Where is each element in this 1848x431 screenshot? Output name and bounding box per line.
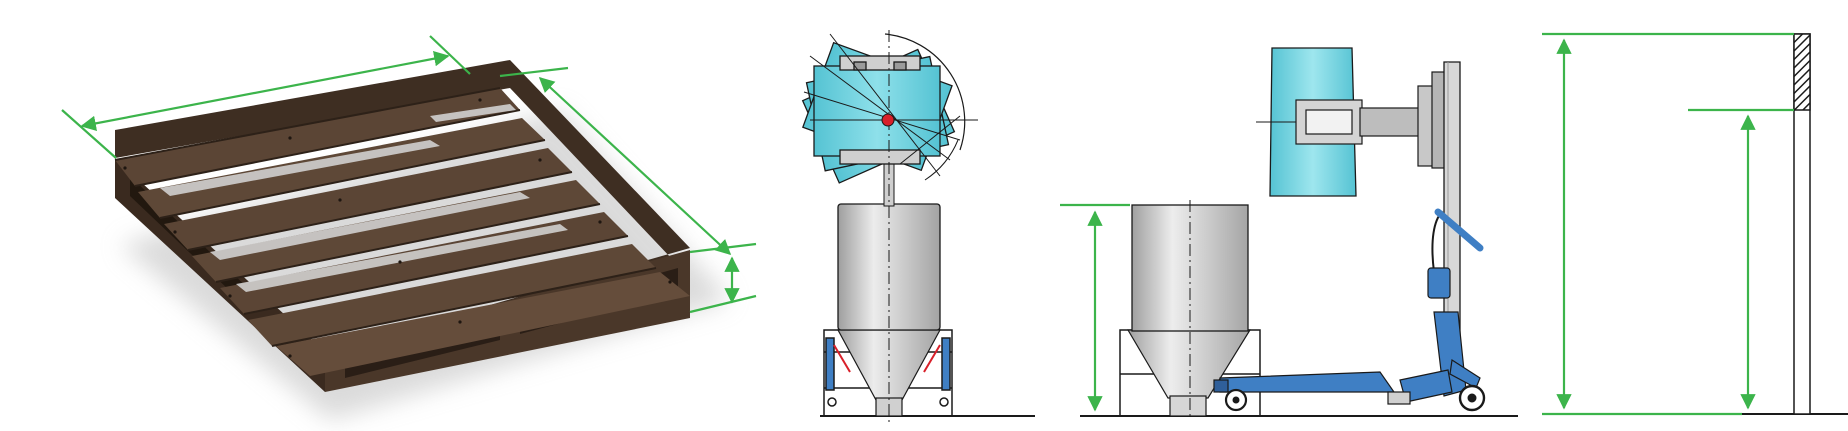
pivot-marker-icon <box>881 113 895 127</box>
gauge-panel <box>1530 0 1848 431</box>
pallet-length-extension-left <box>61 109 117 159</box>
lifter-panel <box>1060 0 1530 431</box>
drum-height-dimension <box>1060 203 1130 412</box>
pallet-dimensions <box>61 35 757 314</box>
gauge-column-hatched-top <box>1793 33 1811 111</box>
lifter-wheels <box>1224 384 1486 412</box>
gauge-dimensions <box>1542 32 1794 416</box>
pallet-width-dimension <box>538 76 732 256</box>
pallet-panel <box>0 0 790 431</box>
pallet-length-dimension <box>80 51 450 131</box>
tipper-rotation-arc <box>884 33 966 151</box>
lifter-control-box <box>1427 267 1451 299</box>
tipper-illustration <box>801 30 1035 425</box>
tipper-rotated-container <box>801 41 956 184</box>
lifter-base-frame <box>1213 311 1481 405</box>
height-gauge-illustration <box>1542 32 1848 416</box>
lifter-mast <box>1443 61 1461 353</box>
lifter-illustration <box>1060 47 1518 417</box>
tipper-panel <box>790 0 1060 431</box>
pallet-length-extension-right <box>429 35 471 75</box>
pallet-height-extension-bottom <box>689 294 757 314</box>
pallet-width-extension-top <box>499 66 569 78</box>
lifter-clamp-arm <box>1295 71 1447 169</box>
pallet-body <box>114 60 690 392</box>
pallet-illustration <box>61 35 757 420</box>
lifter-handle[interactable] <box>1431 208 1484 273</box>
